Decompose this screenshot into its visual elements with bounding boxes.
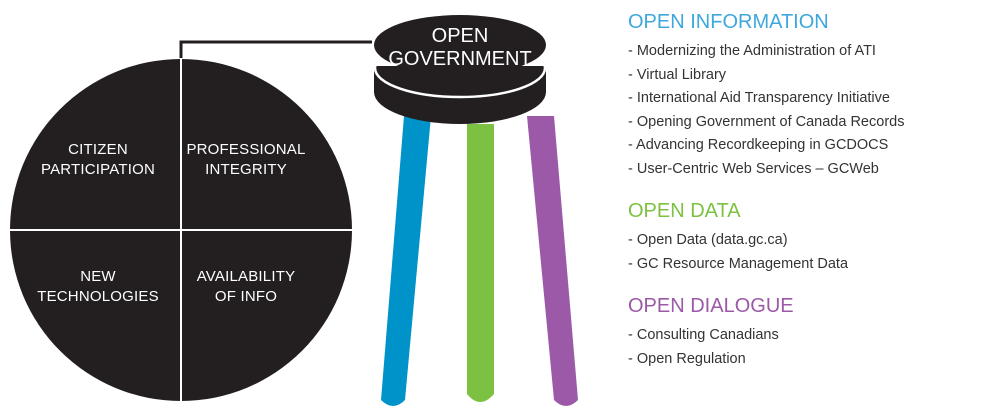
section-list-open-information: - Modernizing the Administration of ATI …: [628, 40, 978, 181]
quadrant-availability-of-info: AVAILABILITY OF INFO: [176, 267, 316, 307]
list-item: - User-Centric Web Services – GCWeb: [628, 160, 879, 177]
section-open-information: OPEN INFORMATION - Modernizing the Admin…: [628, 10, 978, 181]
quadrant-citizen-participation: CITIZEN PARTICIPATION: [28, 140, 168, 180]
section-heading-open-information: OPEN INFORMATION: [628, 11, 829, 33]
list-item: - International Aid Transparency Initiat…: [628, 90, 890, 106]
quadrant-integrity-line-1: PROFESSIONAL: [186, 141, 306, 158]
list-item: - Advancing Recordkeeping in GCDOCS: [628, 137, 889, 153]
pillars-circle: [10, 59, 352, 401]
section-heading-open-dialogue: OPEN DIALOGUE: [628, 295, 794, 317]
initiatives-panel: OPEN INFORMATION - Modernizing the Admin…: [628, 10, 978, 389]
seat-top: [374, 15, 546, 75]
quadrant-citizen-line-2: PARTICIPATION: [40, 161, 155, 178]
stool-leg-purple: [527, 116, 578, 406]
list-item: - Open Regulation: [628, 350, 746, 367]
section-heading-open-data: OPEN DATA: [628, 200, 741, 222]
quadrant-professional-integrity: PROFESSIONAL INTEGRITY: [176, 140, 316, 180]
list-item: - Modernizing the Administration of ATI: [628, 43, 876, 59]
stool-leg-green: [467, 124, 494, 402]
section-list-open-data: - Open Data (data.gc.ca) - GC Resource M…: [628, 229, 978, 276]
quadrant-technologies-line-1: NEW: [80, 268, 116, 285]
list-item: - Open Data (data.gc.ca): [628, 232, 788, 248]
stool-seat: [373, 15, 547, 124]
quadrant-integrity-line-2: INTEGRITY: [205, 161, 287, 178]
list-item: - Virtual Library: [628, 66, 727, 83]
quadrant-citizen-line-1: CITIZEN: [68, 141, 128, 158]
section-list-open-dialogue: - Consulting Canadians - Open Regulation: [628, 324, 978, 371]
section-open-dialogue: OPEN DIALOGUE - Consulting Canadians - O…: [628, 294, 978, 371]
list-item: - GC Resource Management Data: [628, 255, 849, 272]
list-item: - Consulting Canadians: [628, 327, 779, 343]
stool-legs: [381, 116, 578, 406]
quadrant-availability-line-1: AVAILABILITY: [196, 268, 296, 285]
seat-label-line-2: GOVERNMENT: [388, 48, 532, 70]
section-open-data: OPEN DATA - Open Data (data.gc.ca) - GC …: [628, 199, 978, 276]
quadrant-availability-line-2: OF INFO: [214, 288, 278, 305]
quadrant-technologies-line-2: TECHNOLOGIES: [37, 288, 159, 305]
list-item: - Opening Government of Canada Records: [628, 113, 905, 130]
quadrant-new-technologies: NEW TECHNOLOGIES: [28, 267, 168, 307]
seat-label-line-1: OPEN: [431, 25, 489, 47]
connector-line: [179, 40, 372, 58]
stool-leg-blue: [381, 116, 431, 406]
seat-label: OPEN GOVERNMENT: [388, 25, 532, 71]
